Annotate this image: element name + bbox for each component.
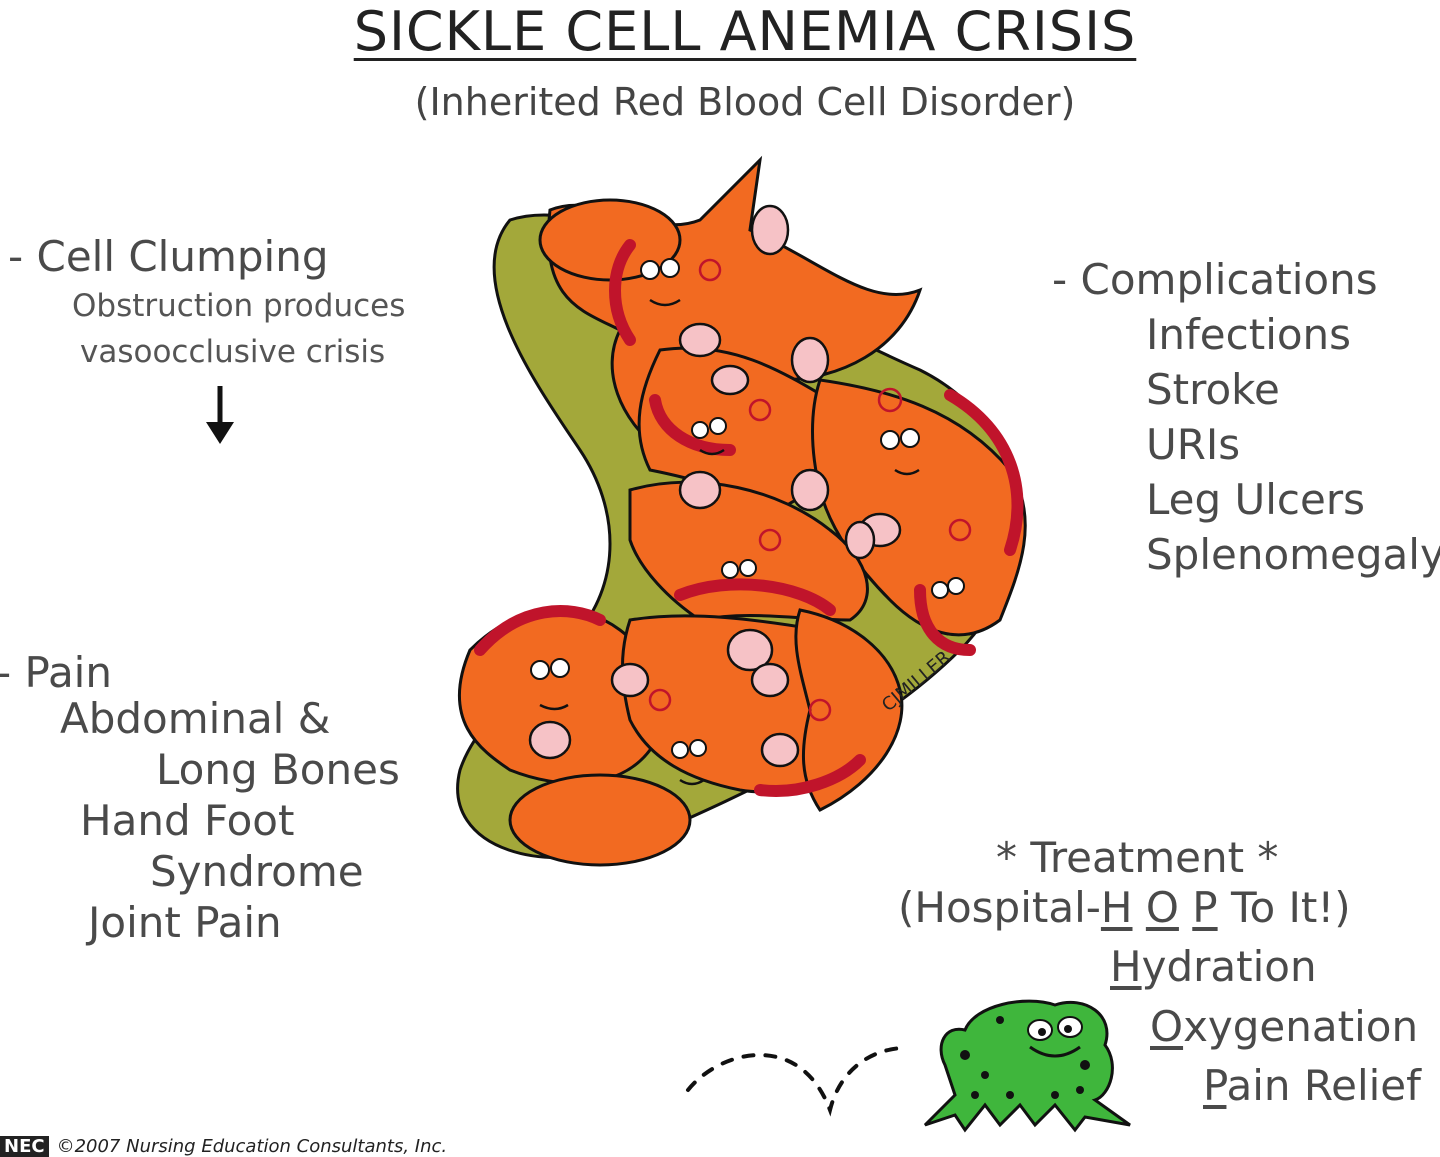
complication-item-5: Splenomegaly xyxy=(1146,530,1440,579)
clumping-line-1: Obstruction produces xyxy=(72,288,406,324)
treatment-item-pain-relief: Pain Relief xyxy=(1203,1061,1421,1110)
treatment-item-hydration: Hydration xyxy=(1110,942,1317,991)
pain-item-3: Hand Foot xyxy=(80,796,295,845)
pain-item-1: Abdominal & xyxy=(60,694,331,743)
clumping-line-2: vasoocclusive crisis xyxy=(80,334,386,370)
complication-item-3: URIs xyxy=(1146,420,1241,469)
complication-item-2: Stroke xyxy=(1146,365,1280,414)
pain-item-2: Long Bones xyxy=(156,745,400,794)
sickle-cell-cluster-illustration xyxy=(456,155,1027,867)
down-arrow-icon xyxy=(206,386,234,444)
treatment-mnemonic: (Hospital-H O P To It!) xyxy=(898,883,1351,932)
pain-heading: - Pain xyxy=(0,648,112,697)
complications-heading: - Complications xyxy=(1052,255,1378,304)
sickle-cell xyxy=(508,773,692,867)
treatment-heading: * Treatment * xyxy=(996,833,1279,882)
frog-icon xyxy=(923,999,1131,1133)
complication-item-4: Leg Ulcers xyxy=(1146,475,1366,524)
hop-trail-icon xyxy=(686,1046,904,1117)
page-subtitle: (Inherited Red Blood Cell Disorder) xyxy=(414,80,1076,124)
footer-copyright: NEC©2007 Nursing Education Consultants, … xyxy=(0,1136,447,1157)
page-title: SICKLE CELL ANEMIA CRISIS xyxy=(353,0,1137,63)
complication-item-1: Infections xyxy=(1146,310,1352,359)
clumping-heading: - Cell Clumping xyxy=(8,232,329,281)
publisher-logo: NEC xyxy=(0,1136,49,1157)
pain-item-5: Joint Pain xyxy=(88,898,282,947)
sickle-cell xyxy=(794,608,904,812)
treatment-item-oxygenation: Oxygenation xyxy=(1150,1002,1419,1051)
pain-item-4: Syndrome xyxy=(150,847,364,896)
